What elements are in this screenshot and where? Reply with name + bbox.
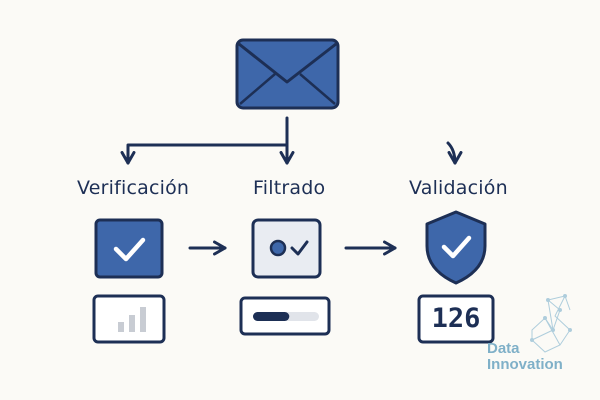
watermark-line-1: Data (487, 340, 520, 357)
stage-label-validacion: Validación (409, 177, 508, 199)
watermark-logo: Data Innovation (487, 341, 563, 373)
validation-incoming-arrow (446, 141, 463, 165)
envelope-icon (235, 38, 340, 110)
shield-check-icon (425, 210, 487, 285)
stage-label-verificacion: Verificación (77, 177, 190, 199)
progress-bar-icon (239, 296, 331, 336)
bar-chart-icon (92, 294, 166, 344)
progress-fill (253, 312, 290, 321)
counter-panel (417, 294, 495, 344)
checkbox-checked-icon (94, 218, 164, 279)
stage-label-filtrado: Filtrado (253, 177, 326, 199)
distribution-connector (120, 116, 295, 165)
filter-toggle-icon (251, 218, 322, 279)
watermark-logo-glyph (530, 294, 572, 353)
watermark-line-2: Innovation (487, 356, 563, 373)
validation-count: 126 (431, 303, 481, 334)
